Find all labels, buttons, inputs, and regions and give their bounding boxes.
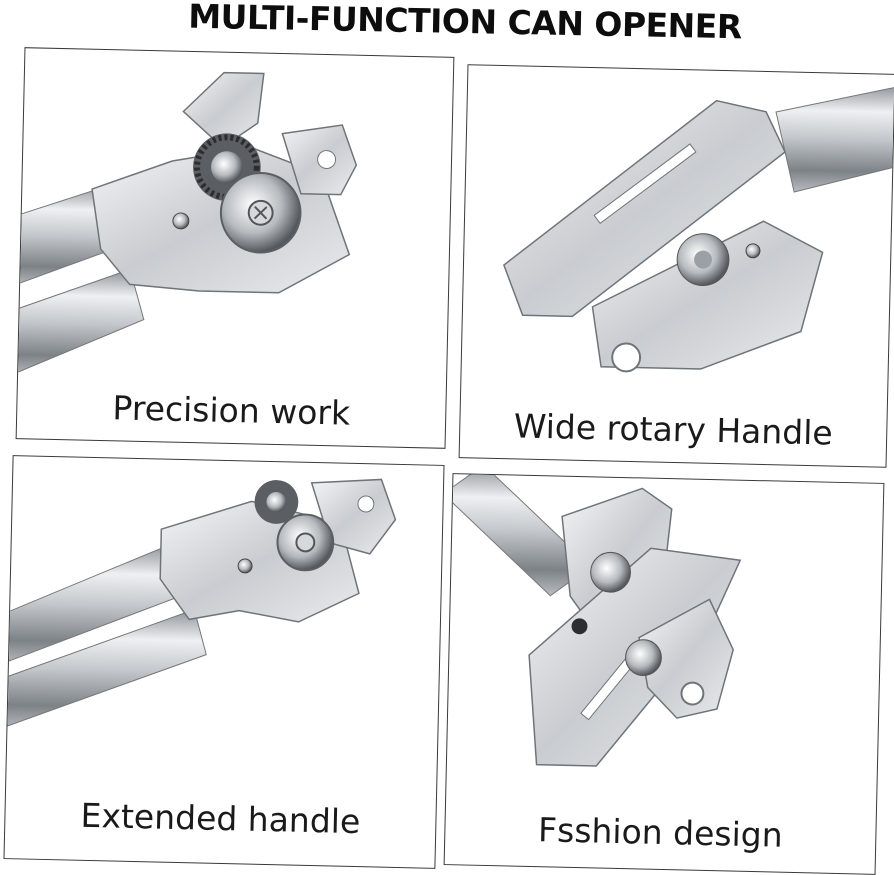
panel-wide-rotary-handle: Wide rotary Handle <box>458 64 894 468</box>
tip-hole <box>317 150 337 169</box>
pivot-knob <box>676 233 730 286</box>
lower-body <box>591 220 824 370</box>
rivet-dark <box>571 618 588 635</box>
panel-fashion-design: Fsshion design <box>443 473 885 875</box>
opener-hole <box>611 342 642 373</box>
pivot-knob <box>590 551 662 677</box>
fashion-design-illustration <box>444 474 742 767</box>
handle-tube <box>775 84 894 193</box>
extended-handle-illustration <box>4 478 397 731</box>
opener-hole <box>680 681 705 706</box>
handle-bottom <box>16 268 145 377</box>
page-title: MULTI-FUNCTION CAN OPENER <box>187 0 743 47</box>
panel-precision-work: Precision work <box>15 47 455 449</box>
rotary-key-wing <box>502 99 787 318</box>
lower-opener <box>638 598 735 719</box>
can-opener-closeup-illustration <box>16 71 358 377</box>
handle-bottom <box>4 608 207 731</box>
rivet <box>172 212 190 230</box>
tip-hole <box>357 495 375 513</box>
rivet <box>237 558 253 574</box>
cutting-wheel <box>276 513 335 572</box>
cutting-gear <box>254 480 299 524</box>
cutting-wheel <box>219 171 302 254</box>
rotary-handle-illustration <box>502 84 894 373</box>
panel-extended-handle: Extended handle <box>3 455 445 869</box>
wing-slot <box>593 143 697 225</box>
rivet <box>745 243 761 259</box>
